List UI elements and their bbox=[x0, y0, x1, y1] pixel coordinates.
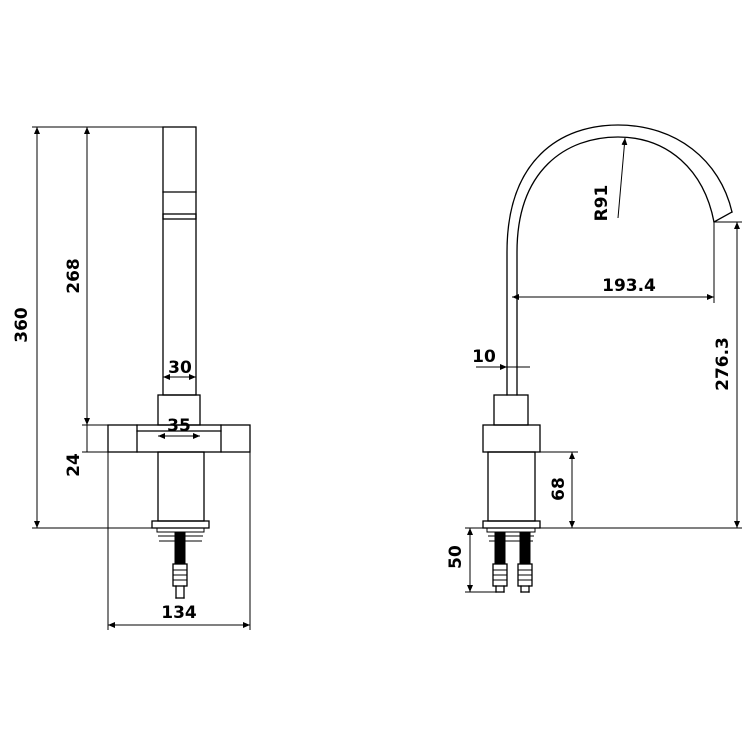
dim-body-height: 68 bbox=[549, 477, 569, 501]
side-lower-shank bbox=[487, 451, 536, 522]
dim-reach: 193.4 bbox=[602, 276, 656, 296]
side-view: R91 193.4 10 276.3 68 50 bbox=[446, 124, 742, 593]
dim-overall-height: 360 bbox=[12, 307, 32, 343]
dim-base-width: 134 bbox=[161, 603, 197, 623]
front-spout-column bbox=[162, 126, 197, 396]
side-supply-connector-right bbox=[517, 532, 533, 593]
front-lower-shank bbox=[157, 451, 205, 522]
dim-spout-height: 268 bbox=[64, 258, 84, 294]
dim-spout-width: 30 bbox=[168, 358, 192, 378]
dim-body-width: 35 bbox=[167, 416, 191, 436]
side-dimension-lines bbox=[465, 137, 742, 593]
dim-arc-radius: R91 bbox=[592, 185, 612, 222]
side-collar bbox=[482, 424, 541, 453]
side-base-nut bbox=[482, 520, 541, 542]
side-upper-body bbox=[493, 394, 529, 426]
front-view: 360 268 24 30 35 134 bbox=[12, 126, 251, 630]
dim-connector-length: 50 bbox=[446, 545, 466, 569]
dim-pipe-diameter: 10 bbox=[472, 347, 496, 367]
dim-base-height: 24 bbox=[64, 453, 84, 477]
dim-outlet-height: 276.3 bbox=[713, 337, 733, 391]
side-supply-connector-left bbox=[492, 532, 508, 593]
side-gooseneck-spout bbox=[506, 124, 733, 396]
front-supply-connector bbox=[172, 532, 188, 599]
front-dimension-lines bbox=[32, 126, 251, 630]
